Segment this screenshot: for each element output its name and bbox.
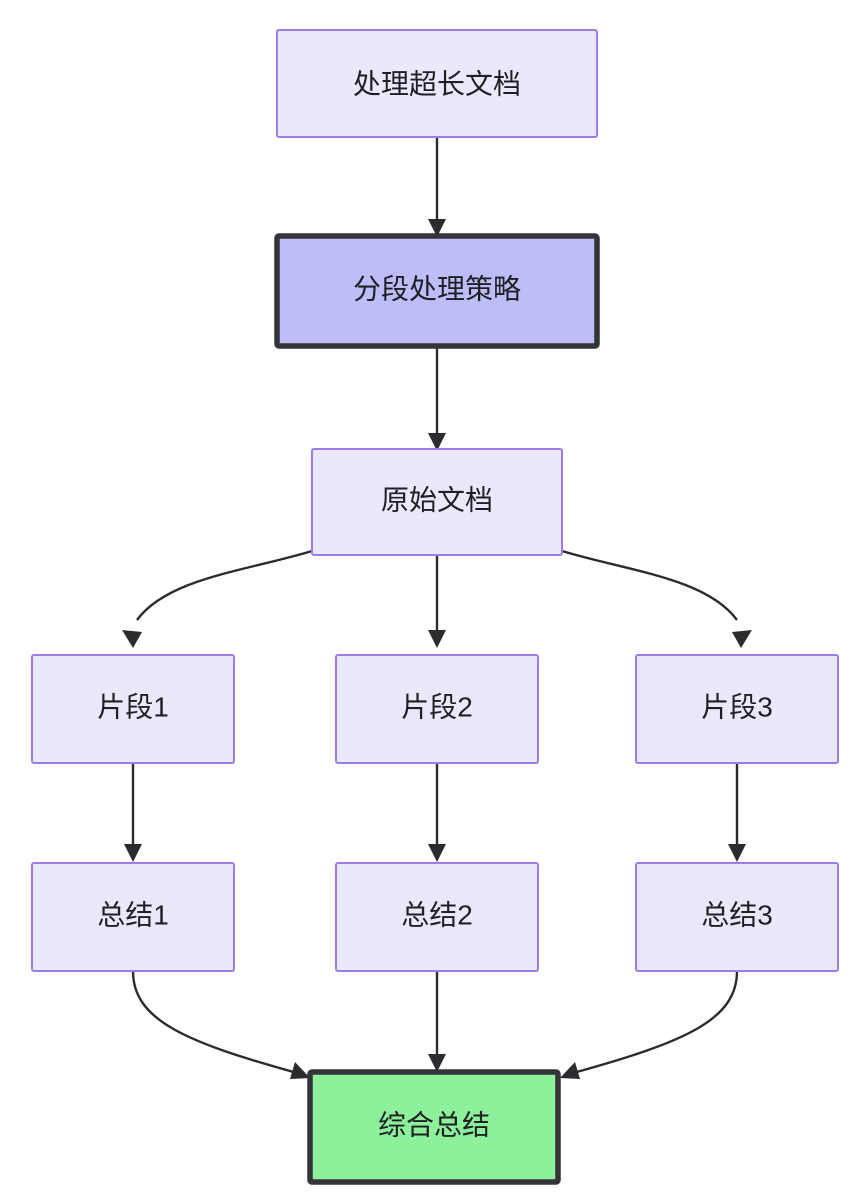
node-label: 总结2 — [401, 899, 473, 930]
node-chunking-strategy[interactable]: 分段处理策略 — [274, 233, 600, 349]
node-original-document[interactable]: 原始文档 — [311, 448, 563, 556]
node-shape[interactable] — [635, 654, 839, 764]
edge-n5-n8 — [428, 763, 446, 862]
node-layer: 处理超长文档 分段处理策略 原始文档 片段1 片段2 — [31, 29, 839, 1185]
node-summary-1[interactable]: 总结1 — [31, 862, 235, 972]
edge-n6-n9 — [728, 763, 746, 862]
node-label: 原始文档 — [381, 484, 493, 515]
node-process-long-document[interactable]: 处理超长文档 — [276, 29, 598, 138]
node-label: 处理超长文档 — [353, 68, 521, 99]
node-label: 片段1 — [97, 691, 169, 722]
edge-n1-n2 — [428, 137, 446, 237]
edge-arrowhead — [124, 844, 142, 862]
node-fragment-3[interactable]: 片段3 — [635, 654, 839, 764]
edge-arrowhead — [560, 1062, 580, 1079]
node-shape[interactable] — [311, 448, 563, 556]
node-shape[interactable] — [335, 862, 539, 972]
edge-arrowhead — [428, 1054, 446, 1072]
edge-n8-n10 — [428, 971, 446, 1072]
edge-layer — [122, 137, 752, 1079]
node-shape[interactable] — [274, 233, 600, 349]
node-shape[interactable] — [635, 862, 839, 972]
edge-n7-n10 — [131, 970, 310, 1079]
edge-arrowhead — [728, 844, 746, 862]
node-shape[interactable] — [335, 654, 539, 764]
node-label: 片段2 — [401, 691, 473, 722]
edge-arrowhead — [290, 1062, 310, 1079]
node-shape[interactable] — [307, 1069, 561, 1185]
edge-arrowhead — [428, 630, 446, 648]
node-label: 总结1 — [97, 899, 169, 930]
edge-n9-n10 — [560, 970, 739, 1079]
edge-arrowhead — [428, 844, 446, 862]
edge-line — [572, 970, 739, 1075]
node-shape[interactable] — [31, 862, 235, 972]
node-fragment-2[interactable]: 片段2 — [335, 654, 539, 764]
edge-arrowhead — [122, 630, 142, 648]
edge-n4-n7 — [124, 763, 142, 862]
edge-line — [131, 970, 298, 1075]
edge-arrowhead — [428, 219, 446, 237]
edge-line — [136, 549, 313, 621]
node-summary-2[interactable]: 总结2 — [335, 862, 539, 972]
node-shape[interactable] — [276, 29, 598, 138]
edge-arrowhead — [428, 433, 446, 451]
node-fragment-1[interactable]: 片段1 — [31, 654, 235, 764]
edge-n3-n6 — [561, 549, 752, 648]
node-label: 综合总结 — [378, 1109, 490, 1140]
node-shape[interactable] — [31, 654, 235, 764]
node-final-summary[interactable]: 综合总结 — [307, 1069, 561, 1185]
node-summary-3[interactable]: 总结3 — [635, 862, 839, 972]
node-label: 分段处理策略 — [353, 273, 521, 304]
edge-n3-n4 — [122, 549, 313, 648]
edge-line — [561, 549, 738, 621]
edge-n3-n5 — [428, 555, 446, 648]
edge-n2-n3 — [428, 348, 446, 451]
node-label: 总结3 — [701, 899, 773, 930]
node-label: 片段3 — [701, 691, 773, 722]
edge-arrowhead — [732, 630, 752, 648]
